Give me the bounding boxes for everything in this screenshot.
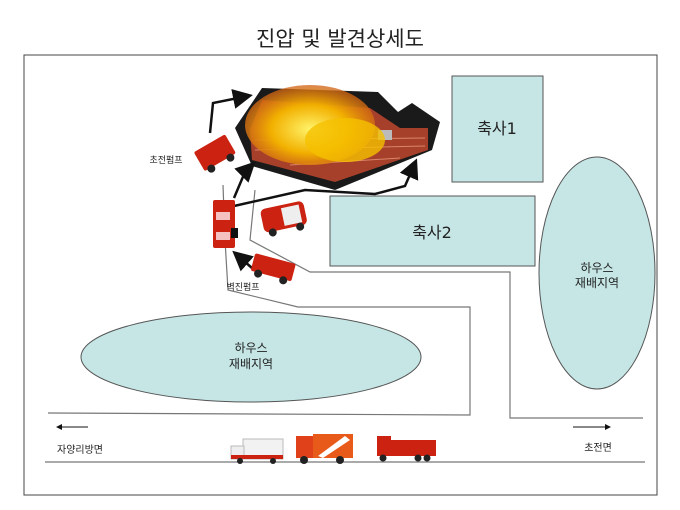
- pump-truck-chojeon: [194, 134, 236, 173]
- diagram-frame: [23, 54, 658, 496]
- pump-truck-main: [213, 200, 238, 248]
- attack-arrows: [208, 89, 419, 272]
- barn2-label: 축사2: [412, 223, 452, 242]
- barn1: [451, 75, 544, 183]
- pump-truck-byeokjin: [251, 253, 296, 285]
- greenhouse-left: [80, 311, 422, 403]
- fire-flames-secondary: [305, 118, 385, 162]
- chojeon-pump-label: 초전펌프: [149, 154, 182, 166]
- diagram-title: 진압 및 발견상세도: [256, 27, 424, 51]
- byeokjin-pump-label: 벽진펌프: [226, 281, 259, 293]
- greenhouse-right-label1: 하우스: [580, 261, 613, 275]
- command-vehicle: [230, 438, 284, 464]
- greenhouse-left-label1: 하우스: [234, 341, 267, 355]
- greenhouse-right: [538, 156, 656, 390]
- greenhouse-left-label2: 재배지역: [229, 357, 273, 371]
- road-lines: [45, 184, 645, 463]
- rescue-van: [260, 201, 307, 237]
- right-direction-label: 초전면: [584, 442, 612, 454]
- barn1-label: 축사1: [477, 119, 517, 138]
- greenhouse-right-label2: 재배지역: [575, 276, 619, 290]
- tanker-119: [296, 434, 353, 464]
- pumper-truck: [377, 436, 436, 462]
- barn2: [329, 195, 536, 267]
- left-direction-label: 자양리방면: [57, 444, 103, 456]
